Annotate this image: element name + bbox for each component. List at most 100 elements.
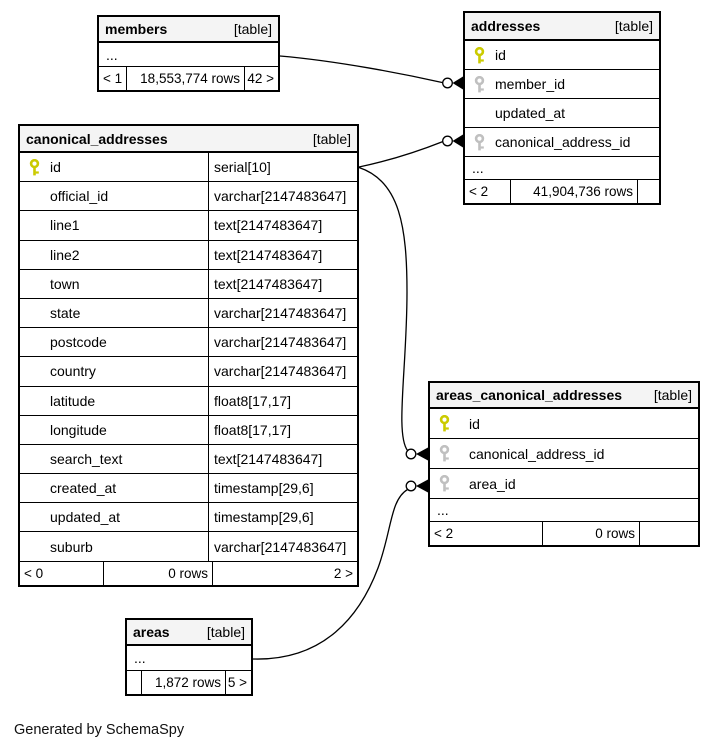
column-name: country: [50, 363, 96, 380]
fk-marker-canonical-address-id: [442, 134, 463, 148]
column-type: text[2147483647]: [208, 269, 357, 298]
key-spacer: [28, 450, 41, 467]
key-spacer: [28, 363, 41, 380]
key-spacer: [28, 392, 41, 409]
column-row-suburb: suburb varchar[2147483647]: [20, 532, 357, 562]
table-type-badge: [table]: [614, 18, 653, 34]
column-type: float8[17,17]: [208, 415, 357, 444]
key-spacer: [28, 275, 41, 292]
column-type: text[2147483647]: [208, 444, 357, 474]
key-spacer: [28, 509, 41, 526]
column-name: postcode: [50, 334, 107, 351]
column-name: area_id: [469, 475, 516, 492]
table-areas-header[interactable]: areas [table]: [127, 620, 251, 646]
table-name: areas: [133, 624, 170, 640]
table-members-header[interactable]: members [table]: [99, 17, 278, 43]
column-row-updated-at: updated_at: [465, 99, 659, 128]
column-row-canonical-address-id: canonical_address_id: [430, 439, 698, 469]
row-count: 18,553,774 rows: [126, 67, 244, 90]
key-spacer: [28, 480, 41, 497]
generated-by-note: Generated by SchemaSpy: [14, 722, 185, 738]
pager-next: 42 >: [244, 67, 278, 90]
column-name: canonical_address_id: [495, 134, 631, 150]
column-name: updated_at: [50, 509, 121, 526]
column-type: serial[10]: [208, 153, 357, 182]
table-name: areas_canonical_addresses: [436, 387, 623, 403]
table-name: members: [105, 21, 168, 37]
table-addresses[interactable]: addresses [table] id member_id: [463, 11, 661, 205]
column-row-latitude: latitude float8[17,17]: [20, 386, 357, 416]
row-count: 41,904,736 rows: [510, 180, 637, 203]
row-count: 1,872 rows: [141, 671, 225, 694]
table-areas[interactable]: areas [table] ... 1,872 rows 5 >: [125, 618, 253, 696]
pager-prev: < 2: [434, 526, 454, 541]
table-canonical-addresses-footer: < 0 0 rows 2 >: [20, 561, 357, 585]
table-type-badge: [table]: [653, 387, 692, 403]
key-spacer: [28, 246, 41, 263]
table-areas-canonical-addresses[interactable]: areas_canonical_addresses [table] id: [428, 381, 700, 547]
hidden-columns-row: ...: [465, 157, 659, 180]
column-row-created-at: created_at timestamp[29,6]: [20, 474, 357, 504]
column-row-search-text: search_text text[2147483647]: [20, 444, 357, 475]
column-row-id: id: [465, 41, 659, 70]
column-name: member_id: [495, 76, 566, 92]
column-row-country: country varchar[2147483647]: [20, 357, 357, 387]
table-type-badge: [table]: [233, 21, 272, 37]
pager-next: [639, 522, 698, 545]
table-canonical-addresses-header[interactable]: canonical_addresses [table]: [20, 126, 357, 153]
column-name: id: [495, 47, 506, 63]
table-areas-canonical-addresses-header[interactable]: areas_canonical_addresses [table]: [430, 383, 698, 409]
column-row-postcode: postcode varchar[2147483647]: [20, 328, 357, 358]
table-canonical-addresses[interactable]: canonical_addresses [table] id serial[10…: [18, 124, 359, 587]
primary-key-icon: [29, 158, 40, 175]
table-type-badge: [table]: [312, 130, 351, 147]
table-members[interactable]: members [table] ... < 1 18,553,774 rows …: [97, 15, 280, 92]
column-type: timestamp[29,6]: [208, 503, 357, 532]
column-name: id: [50, 159, 61, 176]
fk-marker-acas-canonical-address-id: [405, 447, 428, 461]
foreign-key-icon: [439, 445, 450, 462]
column-row-updated-at: updated_at timestamp[29,6]: [20, 503, 357, 533]
edge-members-addresses: [279, 55, 443, 84]
hidden-columns-row: ...: [430, 499, 698, 522]
key-spacer: [28, 188, 41, 205]
primary-key-icon: [474, 46, 485, 63]
column-row-id: id serial[10]: [20, 153, 357, 183]
column-type: varchar[2147483647]: [208, 328, 357, 357]
column-name: canonical_address_id: [469, 445, 605, 462]
pager-next: [637, 180, 659, 203]
key-spacer: [473, 105, 486, 122]
foreign-key-icon: [439, 475, 450, 492]
column-name: latitude: [50, 392, 96, 409]
column-name: line1: [50, 217, 80, 234]
pager-next: 5 >: [225, 671, 251, 694]
edge-canonical-addresses: [358, 140, 443, 168]
column-row-area-id: area_id: [430, 469, 698, 499]
table-members-footer: < 1 18,553,774 rows 42 >: [99, 67, 278, 90]
column-type: varchar[2147483647]: [208, 182, 357, 211]
row-count: 0 rows: [542, 522, 639, 545]
edge-canonical-acas: [358, 166, 409, 451]
column-type: text[2147483647]: [208, 211, 357, 240]
table-name: addresses: [471, 18, 541, 34]
column-row-line1: line1 text[2147483647]: [20, 211, 357, 241]
column-type: varchar[2147483647]: [208, 532, 357, 561]
foreign-key-icon: [474, 75, 485, 92]
table-name: canonical_addresses: [26, 130, 168, 147]
column-row-town: town text[2147483647]: [20, 269, 357, 299]
column-name: line2: [50, 246, 80, 263]
column-name: updated_at: [495, 105, 566, 121]
table-addresses-header[interactable]: addresses [table]: [465, 13, 659, 41]
column-row-id: id: [430, 409, 698, 439]
key-spacer: [28, 538, 41, 555]
column-row-member-id: member_id: [465, 70, 659, 99]
column-type: varchar[2147483647]: [208, 298, 357, 328]
fk-marker-member-id: [442, 76, 463, 90]
column-type: timestamp[29,6]: [208, 474, 357, 503]
column-type: varchar[2147483647]: [208, 357, 357, 386]
key-spacer: [28, 305, 41, 322]
column-name: created_at: [50, 480, 117, 497]
column-name: search_text: [50, 450, 123, 467]
pager-next: 2 >: [212, 561, 357, 585]
